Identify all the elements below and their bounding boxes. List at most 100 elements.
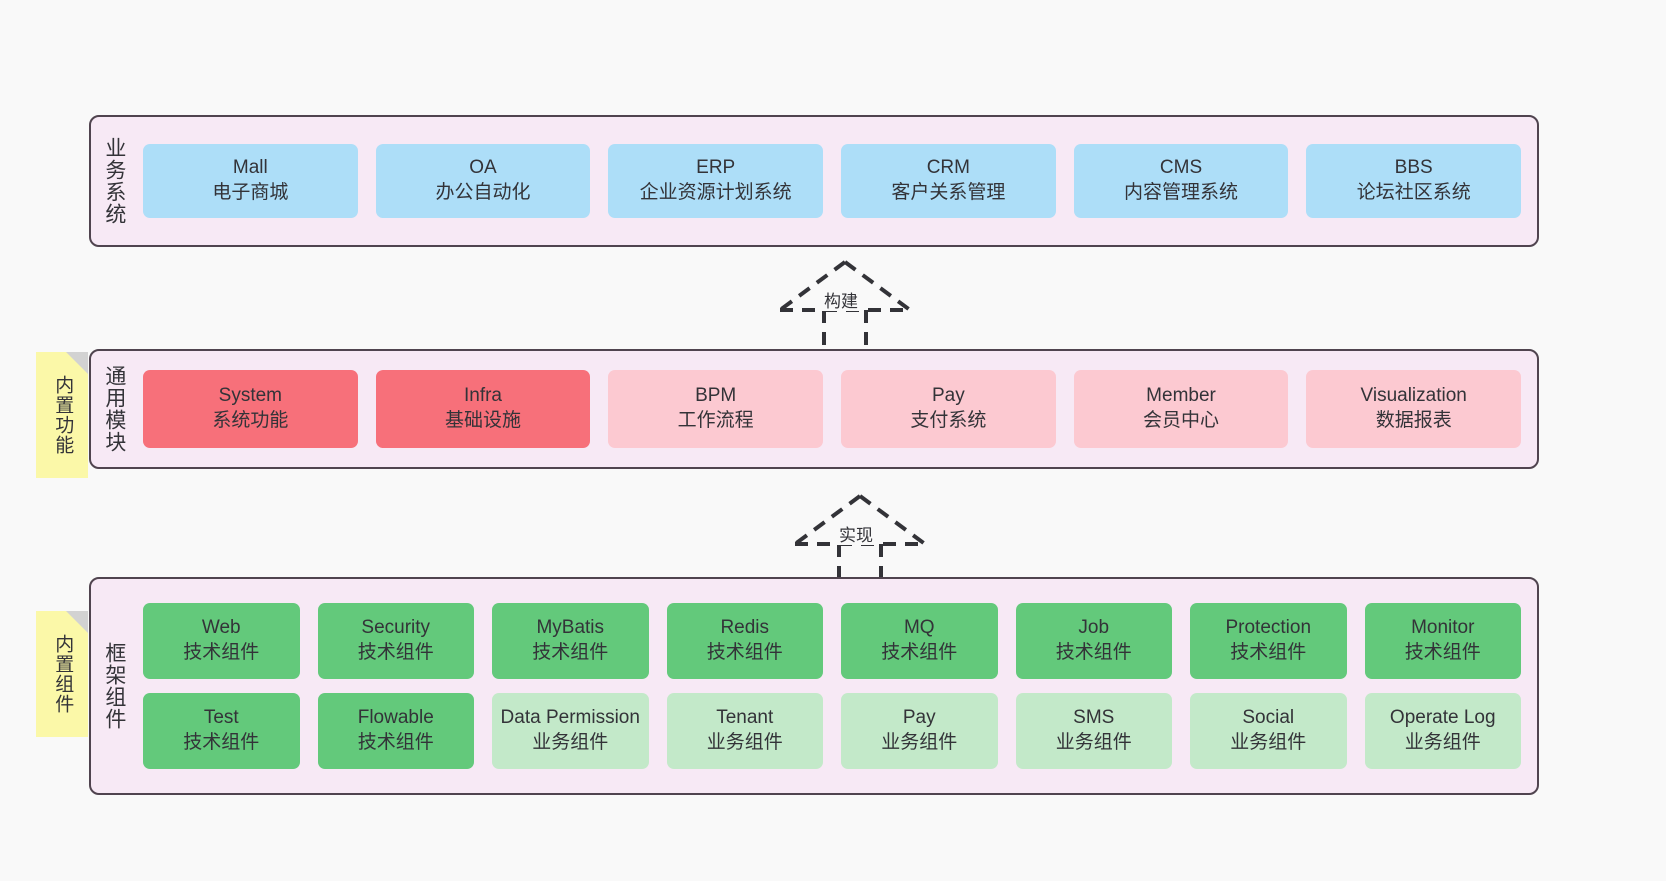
node-pay-module[interactable]: Pay 支付系统 xyxy=(841,370,1056,448)
node-title-cn: 技术组件 xyxy=(881,642,958,663)
node-crm[interactable]: CRM 客户关系管理 xyxy=(841,144,1056,218)
node-title-cn: 客户关系管理 xyxy=(891,182,1006,203)
node-protection[interactable]: Protection 技术组件 xyxy=(1190,603,1347,679)
layer-row: Web 技术组件 Security 技术组件 MyBatis 技术组件 Redi… xyxy=(143,603,1521,679)
node-title-cn: 技术组件 xyxy=(1230,642,1307,663)
connector-build: 构建 xyxy=(760,258,930,354)
node-title-cn: 电子商城 xyxy=(212,182,289,203)
node-title-en: MQ xyxy=(903,617,935,639)
node-title-cn: 技术组件 xyxy=(1404,642,1481,663)
node-title-cn: 业务组件 xyxy=(1404,732,1481,753)
node-title-cn: 技术组件 xyxy=(183,642,260,663)
node-title-cn: 技术组件 xyxy=(357,642,434,663)
node-title-en: CMS xyxy=(1159,157,1203,179)
node-title-en: Infra xyxy=(463,385,503,407)
layer-row: System 系统功能 Infra 基础设施 BPM 工作流程 Pay 支付系统… xyxy=(143,370,1522,448)
node-sms[interactable]: SMS 业务组件 xyxy=(1015,693,1172,769)
node-system[interactable]: System 系统功能 xyxy=(143,370,358,448)
arrow-head-left-edge xyxy=(793,494,862,546)
node-title-en: Tenant xyxy=(716,707,774,729)
node-title-en: Member xyxy=(1146,385,1216,407)
layer-title-business: 业务系统 xyxy=(102,137,126,225)
node-title-cn: 业务组件 xyxy=(1055,732,1132,753)
note-builtin-components[interactable]: 内置组件 xyxy=(36,611,88,737)
node-monitor[interactable]: Monitor 技术组件 xyxy=(1364,603,1521,679)
node-redis[interactable]: Redis 技术组件 xyxy=(666,603,823,679)
layer-common-modules: 通用模块 System 系统功能 Infra 基础设施 BPM 工作流程 Pay… xyxy=(89,349,1539,469)
node-title-en: Visualization xyxy=(1360,385,1467,407)
connector-label-build: 构建 xyxy=(822,292,860,311)
node-title-en: Security xyxy=(361,617,431,639)
node-mq[interactable]: MQ 技术组件 xyxy=(841,603,998,679)
node-test[interactable]: Test 技术组件 xyxy=(143,693,300,769)
connector-implement: 实现 xyxy=(775,492,945,588)
node-title-cn: 企业资源计划系统 xyxy=(639,182,792,203)
node-title-cn: 会员中心 xyxy=(1143,410,1220,431)
node-title-en: ERP xyxy=(696,157,736,179)
node-title-en: Mall xyxy=(232,157,268,179)
node-mybatis[interactable]: MyBatis 技术组件 xyxy=(492,603,649,679)
node-title-cn: 技术组件 xyxy=(357,732,434,753)
node-bbs[interactable]: BBS 论坛社区系统 xyxy=(1306,144,1522,218)
node-job[interactable]: Job 技术组件 xyxy=(1015,603,1172,679)
node-title-en: OA xyxy=(469,157,497,179)
node-operate-log[interactable]: Operate Log 业务组件 xyxy=(1364,693,1521,769)
arrow-head-right-edge xyxy=(858,494,927,546)
node-title-en: System xyxy=(218,385,283,407)
node-bpm[interactable]: BPM 工作流程 xyxy=(608,370,824,448)
node-title-cn: 基础设施 xyxy=(445,410,522,431)
node-erp[interactable]: ERP 企业资源计划系统 xyxy=(608,144,824,218)
node-title-cn: 技术组件 xyxy=(706,642,783,663)
layer-body-common: System 系统功能 Infra 基础设施 BPM 工作流程 Pay 支付系统… xyxy=(137,351,1537,467)
node-social[interactable]: Social 业务组件 xyxy=(1190,693,1347,769)
arrow-head-right-edge xyxy=(843,260,912,312)
node-title-cn: 数据报表 xyxy=(1375,410,1452,431)
node-oa[interactable]: OA 办公自动化 xyxy=(375,144,591,218)
node-member[interactable]: Member 会员中心 xyxy=(1073,370,1289,448)
node-title-en: Flowable xyxy=(357,707,434,729)
node-title-en: MyBatis xyxy=(536,617,605,639)
connector-label-implement: 实现 xyxy=(837,526,875,545)
note-fold-corner-icon xyxy=(66,611,88,633)
node-cms[interactable]: CMS 内容管理系统 xyxy=(1073,144,1289,218)
node-title-en: Operate Log xyxy=(1389,707,1496,729)
note-fold-corner-icon xyxy=(66,352,88,374)
node-title-cn: 技术组件 xyxy=(1055,642,1132,663)
note-label: 内置组件 xyxy=(52,634,74,714)
node-pay-component[interactable]: Pay 业务组件 xyxy=(841,693,998,769)
node-tenant[interactable]: Tenant 业务组件 xyxy=(666,693,823,769)
node-web[interactable]: Web 技术组件 xyxy=(143,603,300,679)
node-data-permission[interactable]: Data Permission 业务组件 xyxy=(492,693,649,769)
node-title-cn: 论坛社区系统 xyxy=(1356,182,1471,203)
node-title-cn: 业务组件 xyxy=(706,732,783,753)
node-title-cn: 支付系统 xyxy=(910,410,987,431)
node-title-en: CRM xyxy=(926,157,970,179)
node-title-en: Web xyxy=(201,617,241,639)
node-title-en: Job xyxy=(1078,617,1110,639)
node-mall[interactable]: Mall 电子商城 xyxy=(143,144,358,218)
layer-framework-components: 框架组件 Web 技术组件 Security 技术组件 MyBatis 技术组件… xyxy=(89,577,1539,795)
node-title-cn: 技术组件 xyxy=(183,732,260,753)
node-title-cn: 办公自动化 xyxy=(435,182,531,203)
node-title-en: Data Permission xyxy=(500,707,640,729)
node-flowable[interactable]: Flowable 技术组件 xyxy=(317,693,474,769)
note-builtin-features[interactable]: 内置功能 xyxy=(36,352,88,478)
node-title-en: BPM xyxy=(695,385,737,407)
node-title-cn: 工作流程 xyxy=(677,410,754,431)
node-title-en: Protection xyxy=(1225,617,1312,639)
node-security[interactable]: Security 技术组件 xyxy=(317,603,474,679)
node-visualization[interactable]: Visualization 数据报表 xyxy=(1306,370,1522,448)
layer-body-framework: Web 技术组件 Security 技术组件 MyBatis 技术组件 Redi… xyxy=(137,579,1537,793)
layer-title-common: 通用模块 xyxy=(102,365,126,453)
layer-business-systems: 业务系统 Mall 电子商城 OA 办公自动化 ERP 企业资源计划系统 CRM… xyxy=(89,115,1539,247)
note-label: 内置功能 xyxy=(52,375,74,455)
layer-row: Mall 电子商城 OA 办公自动化 ERP 企业资源计划系统 CRM 客户关系… xyxy=(143,144,1522,218)
node-title-en: Monitor xyxy=(1411,617,1475,639)
node-title-cn: 技术组件 xyxy=(532,642,609,663)
node-infra[interactable]: Infra 基础设施 xyxy=(375,370,591,448)
node-title-cn: 业务组件 xyxy=(532,732,609,753)
node-title-en: BBS xyxy=(1394,157,1433,179)
node-title-cn: 内容管理系统 xyxy=(1124,182,1239,203)
node-title-en: Social xyxy=(1242,707,1295,729)
